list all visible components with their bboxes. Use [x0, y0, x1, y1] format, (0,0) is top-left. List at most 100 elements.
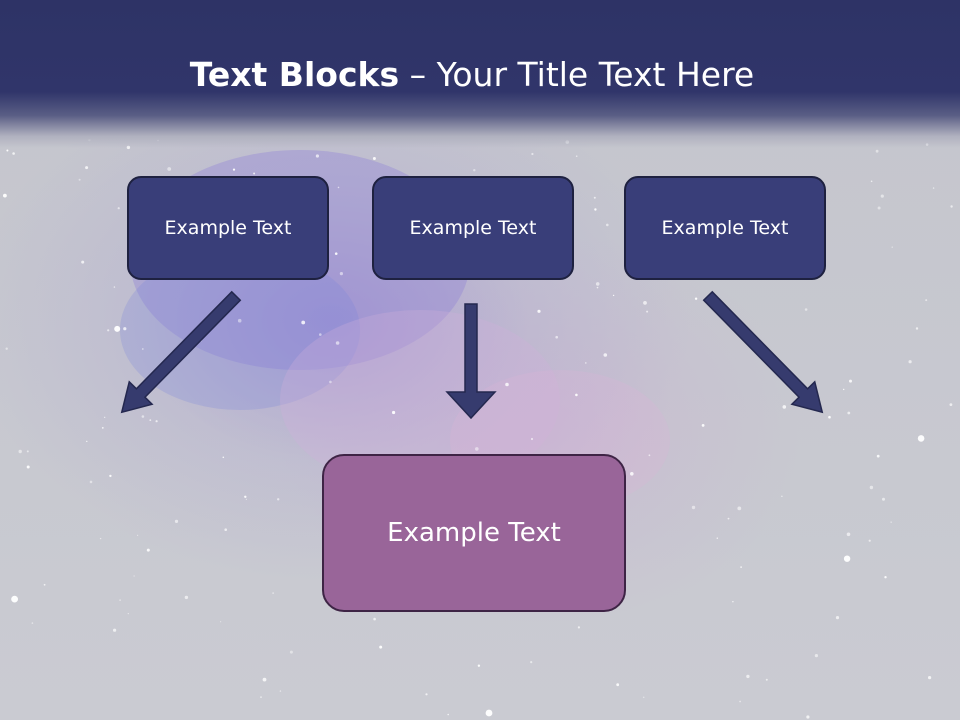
- star: [425, 693, 428, 696]
- star: [473, 169, 476, 172]
- bottom-block: Example Text: [322, 454, 626, 612]
- top-block-left: Example Text: [127, 176, 329, 280]
- star: [43, 583, 46, 586]
- star: [765, 678, 768, 681]
- star: [104, 416, 106, 418]
- star: [6, 149, 9, 152]
- star: [114, 325, 121, 332]
- star: [585, 362, 587, 364]
- star: [917, 435, 925, 442]
- star: [595, 282, 600, 286]
- star: [113, 628, 117, 632]
- slide-title: Text Blocks – Your Title Text Here: [0, 52, 944, 98]
- top-block-right: Example Text: [624, 176, 826, 280]
- title-dash: –: [399, 55, 437, 94]
- star: [594, 208, 597, 211]
- star: [253, 172, 256, 175]
- star: [11, 595, 18, 603]
- star: [732, 601, 734, 603]
- bottom-block-label: Example Text: [387, 518, 561, 548]
- star: [224, 528, 227, 531]
- star: [908, 360, 912, 364]
- star: [3, 193, 7, 198]
- star: [339, 272, 343, 276]
- star: [691, 505, 696, 510]
- star: [694, 297, 698, 300]
- star: [868, 539, 871, 542]
- star: [101, 427, 104, 429]
- star: [5, 347, 8, 350]
- star: [727, 517, 730, 520]
- star: [301, 320, 306, 325]
- star: [781, 495, 783, 497]
- star: [141, 348, 144, 350]
- star: [475, 447, 479, 451]
- star: [137, 534, 139, 536]
- star: [146, 548, 150, 552]
- star: [530, 437, 534, 441]
- star: [835, 616, 840, 620]
- arrow-middle: [445, 303, 497, 420]
- star: [950, 205, 953, 208]
- star: [869, 485, 874, 490]
- star: [630, 472, 634, 476]
- star: [612, 294, 615, 297]
- star: [26, 450, 29, 453]
- star: [642, 696, 645, 699]
- top-block-middle: Example Text: [372, 176, 574, 280]
- star: [220, 621, 222, 623]
- star: [746, 674, 750, 679]
- star: [174, 519, 179, 524]
- star: [890, 521, 892, 523]
- star: [277, 498, 280, 501]
- star: [329, 380, 332, 384]
- star: [12, 152, 15, 155]
- star: [133, 575, 135, 577]
- star: [606, 223, 609, 227]
- star: [149, 419, 152, 421]
- star: [575, 155, 578, 157]
- star: [739, 700, 741, 703]
- star: [392, 410, 396, 415]
- title-bold-part: Text Blocks: [189, 55, 400, 94]
- star: [373, 617, 376, 621]
- star: [477, 664, 481, 667]
- star: [846, 532, 851, 537]
- star: [26, 465, 30, 469]
- star: [245, 498, 247, 500]
- star: [109, 474, 112, 478]
- star: [272, 592, 274, 594]
- star: [577, 626, 581, 629]
- star: [141, 415, 145, 418]
- star: [843, 388, 845, 391]
- star: [875, 149, 879, 153]
- star: [603, 353, 608, 357]
- star: [237, 318, 242, 323]
- nebula-wisp: [120, 250, 360, 410]
- star: [99, 537, 102, 540]
- star: [127, 613, 129, 615]
- star: [85, 166, 89, 170]
- star: [804, 308, 808, 311]
- star: [870, 180, 873, 183]
- star: [289, 650, 293, 654]
- star: [335, 341, 340, 345]
- star: [155, 420, 158, 423]
- star: [643, 301, 647, 305]
- star: [616, 683, 620, 687]
- star: [78, 178, 81, 181]
- star: [932, 187, 935, 189]
- arrow-right: [702, 290, 824, 414]
- star: [530, 661, 533, 664]
- star: [596, 286, 599, 289]
- star: [379, 645, 383, 649]
- star: [701, 424, 705, 427]
- star: [949, 403, 953, 406]
- star: [575, 393, 578, 397]
- star: [334, 252, 338, 255]
- star: [806, 715, 810, 719]
- star: [107, 329, 110, 332]
- star: [847, 411, 851, 415]
